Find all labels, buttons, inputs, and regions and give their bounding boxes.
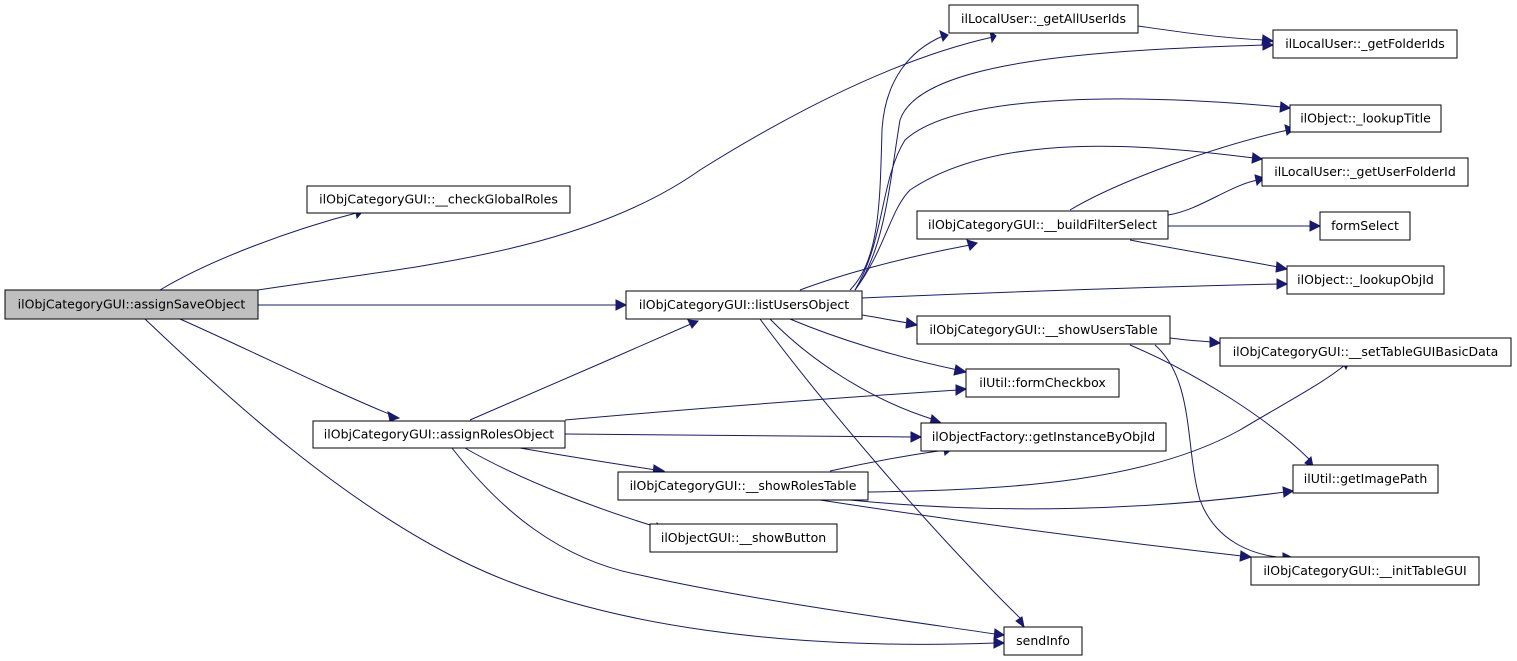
edge-listUsersObject-getAllUserIds bbox=[849, 30, 949, 291]
node-lookupTitle[interactable]: ilObject::_lookupTitle bbox=[1289, 104, 1442, 133]
node-listUsersObject[interactable]: ilObjCategoryGUI::listUsersObject bbox=[625, 290, 863, 320]
node-label: ilObjectFactory::getInstanceByObjId bbox=[932, 429, 1155, 444]
edge-assignSaveObject-checkGlobalRoles bbox=[159, 205, 363, 291]
edge-assignRolesObject-getInstanceByObjId bbox=[564, 431, 923, 443]
node-getFolderIds[interactable]: ilLocalUser::_getFolderIds bbox=[1272, 29, 1458, 59]
node-showRolesTable[interactable]: ilObjCategoryGUI::__showRolesTable bbox=[617, 471, 869, 501]
node-assignRolesObject[interactable]: ilObjCategoryGUI::assignRolesObject bbox=[312, 420, 566, 449]
edge-listUsersObject-lookupObjId bbox=[861, 278, 1289, 299]
edge-getAllUserIds-getFolderIds bbox=[1137, 25, 1275, 46]
edge-buildFilterSelect-formSelect bbox=[1168, 220, 1322, 232]
node-label: ilObjCategoryGUI::__checkGlobalRoles bbox=[319, 192, 558, 207]
edge-assignSaveObject-getAllUserIds bbox=[257, 29, 997, 291]
edge-listUsersObject-getInstanceByObjId bbox=[769, 318, 943, 426]
edge-listUsersObject-showUsersTable bbox=[861, 314, 919, 329]
node-label: ilObjCategoryGUI::__showUsersTable bbox=[929, 322, 1158, 337]
edge-listUsersObject-buildFilterSelect bbox=[799, 239, 978, 291]
node-formCheckbox[interactable]: ilUtil::formCheckbox bbox=[965, 368, 1120, 398]
edge-assignSaveObject-listUsersObject bbox=[258, 299, 628, 311]
node-label: ilObjCategoryGUI::__buildFilterSelect bbox=[928, 217, 1157, 232]
node-label: ilObjCategoryGUI::__setTableGUIBasicData bbox=[1233, 344, 1499, 359]
node-sendInfo[interactable]: sendInfo bbox=[1003, 626, 1083, 656]
node-label: ilObjCategoryGUI::listUsersObject bbox=[639, 297, 849, 312]
edge-listUsersObject-lookupTitle bbox=[854, 98, 1292, 291]
node-assignSaveObject[interactable]: ilObjCategoryGUI::assignSaveObject bbox=[4, 289, 259, 320]
edge-assignRolesObject-formCheckbox bbox=[564, 384, 968, 421]
node-showButton[interactable]: ilObjectGUI::__showButton bbox=[649, 523, 838, 553]
node-getUserFolderId[interactable]: ilLocalUser::_getUserFolderId bbox=[1261, 157, 1469, 187]
edge-showUsersTable-setTableGUIBasicData bbox=[1169, 336, 1222, 348]
edge-buildFilterSelect-lookupObjId bbox=[1129, 239, 1289, 273]
node-setTableGUIBasicData[interactable]: ilObjCategoryGUI::__setTableGUIBasicData bbox=[1219, 337, 1512, 367]
node-label: ilObjCategoryGUI::assignSaveObject bbox=[18, 297, 246, 312]
node-initTableGUI[interactable]: ilObjCategoryGUI::__initTableGUI bbox=[1250, 556, 1480, 586]
node-label: ilObjCategoryGUI::__showRolesTable bbox=[630, 478, 857, 493]
node-getImagePath[interactable]: ilUtil::getImagePath bbox=[1292, 464, 1439, 494]
edge-showRolesTable-getImagePath bbox=[849, 486, 1295, 510]
edge-listUsersObject-getFolderIds bbox=[854, 39, 1275, 291]
edge-showRolesTable-initTableGUI bbox=[819, 499, 1253, 562]
node-label: ilUtil::getImagePath bbox=[1304, 471, 1428, 486]
node-formSelect[interactable]: formSelect bbox=[1319, 211, 1411, 241]
node-getInstanceByObjId[interactable]: ilObjectFactory::getInstanceByObjId bbox=[920, 422, 1167, 452]
edge-assignRolesObject-sendInfo bbox=[451, 447, 1006, 640]
edge-listUsersObject-sendInfo bbox=[759, 318, 1025, 629]
edge-assignRolesObject-showRolesTable bbox=[519, 447, 666, 476]
node-label: ilLocalUser::_getAllUserIds bbox=[961, 11, 1126, 26]
node-label: ilLocalUser::_getUserFolderId bbox=[1274, 164, 1456, 179]
node-label: formSelect bbox=[1331, 218, 1399, 233]
nodes: ilObjCategoryGUI::assignSaveObject ilObj… bbox=[4, 4, 1512, 656]
node-label: ilObjectGUI::__showButton bbox=[661, 530, 826, 545]
node-lookupObjId[interactable]: ilObject::_lookupObjId bbox=[1286, 265, 1445, 295]
node-getAllUserIds[interactable]: ilLocalUser::_getAllUserIds bbox=[948, 4, 1139, 34]
edge-assignRolesObject-listUsersObject bbox=[469, 319, 700, 421]
edge-buildFilterSelect-lookupTitle bbox=[1069, 124, 1295, 211]
edge-listUsersObject-formCheckbox bbox=[789, 318, 968, 376]
edge-showUsersTable-initTableGUI bbox=[1154, 344, 1295, 564]
node-label: ilLocalUser::_getFolderIds bbox=[1285, 36, 1445, 51]
node-label: ilObjCategoryGUI::__initTableGUI bbox=[1263, 563, 1466, 578]
node-label: ilUtil::formCheckbox bbox=[979, 375, 1106, 390]
edge-listUsersObject-getUserFolderId bbox=[854, 145, 1264, 291]
node-label: ilObjCategoryGUI::assignRolesObject bbox=[324, 427, 555, 442]
edge-assignSaveObject-sendInfo bbox=[144, 318, 1006, 649]
node-checkGlobalRoles[interactable]: ilObjCategoryGUI::__checkGlobalRoles bbox=[306, 185, 571, 214]
node-buildFilterSelect[interactable]: ilObjCategoryGUI::__buildFilterSelect bbox=[916, 210, 1169, 240]
node-showUsersTable[interactable]: ilObjCategoryGUI::__showUsersTable bbox=[916, 315, 1171, 345]
edge-assignSaveObject-assignRolesObject bbox=[179, 318, 401, 422]
node-label: ilObject::_lookupObjId bbox=[1297, 272, 1434, 287]
node-label: ilObject::_lookupTitle bbox=[1300, 111, 1431, 126]
edge-buildFilterSelect-getUserFolderId bbox=[1167, 174, 1265, 216]
node-label: sendInfo bbox=[1016, 633, 1070, 648]
